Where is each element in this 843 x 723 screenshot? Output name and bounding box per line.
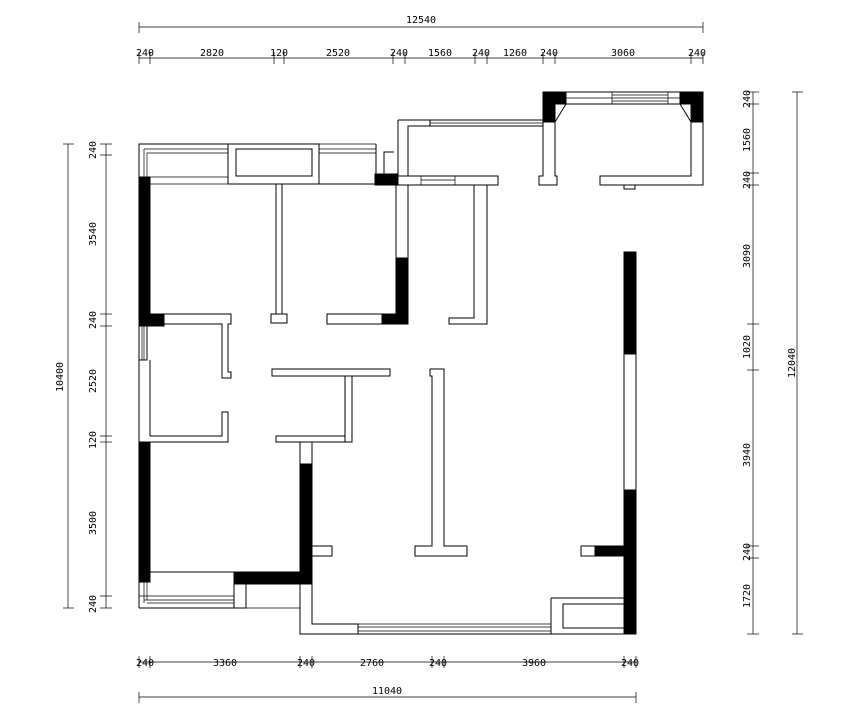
right-seg-label: 1020 — [742, 335, 753, 359]
top-seg-label: 2520 — [326, 48, 350, 59]
left-seg-label: 240 — [88, 595, 99, 613]
bottom-seg-label: 3960 — [522, 658, 546, 669]
left-seg-label: 3540 — [88, 222, 99, 246]
dimension-lines — [63, 22, 803, 703]
top-total-label: 12540 — [406, 15, 436, 26]
top-seg-label: 2820 — [200, 48, 224, 59]
right-total-label: 12040 — [787, 348, 798, 378]
left-seg-label: 120 — [88, 431, 99, 449]
right-seg-label: 1560 — [742, 128, 753, 152]
top-seg-label: 120 — [270, 48, 288, 59]
top-seg-label: 1560 — [428, 48, 452, 59]
bottom-seg-label: 240 — [297, 658, 315, 669]
right-seg-label: 3940 — [742, 443, 753, 467]
top-seg-label: 240 — [540, 48, 558, 59]
bottom-seg-label: 240 — [429, 658, 447, 669]
top-seg-label: 240 — [688, 48, 706, 59]
left-seg-label: 3500 — [88, 511, 99, 535]
right-seg-label: 3090 — [742, 244, 753, 268]
bottom-seg-label: 2760 — [360, 658, 384, 669]
bottom-seg-label: 3360 — [213, 658, 237, 669]
left-seg-label: 240 — [88, 311, 99, 329]
bottom-total-label: 11040 — [372, 686, 402, 697]
bottom-seg-label: 240 — [621, 658, 639, 669]
bottom-seg-label: 240 — [136, 658, 154, 669]
left-seg-label: 240 — [88, 141, 99, 159]
top-seg-label: 3060 — [611, 48, 635, 59]
right-seg-label: 240 — [742, 171, 753, 189]
right-seg-label: 1720 — [742, 584, 753, 608]
right-seg-label: 240 — [742, 543, 753, 561]
top-seg-label: 1260 — [503, 48, 527, 59]
left-seg-label: 2520 — [88, 369, 99, 393]
load-bearing-walls — [138, 91, 704, 635]
left-total-label: 10400 — [55, 362, 66, 392]
top-seg-label: 240 — [472, 48, 490, 59]
top-seg-label: 240 — [390, 48, 408, 59]
top-seg-label: 240 — [136, 48, 154, 59]
dimension-labels: 12540 240 2820 120 2520 240 1560 240 126… — [55, 15, 798, 697]
right-seg-label: 240 — [742, 90, 753, 108]
